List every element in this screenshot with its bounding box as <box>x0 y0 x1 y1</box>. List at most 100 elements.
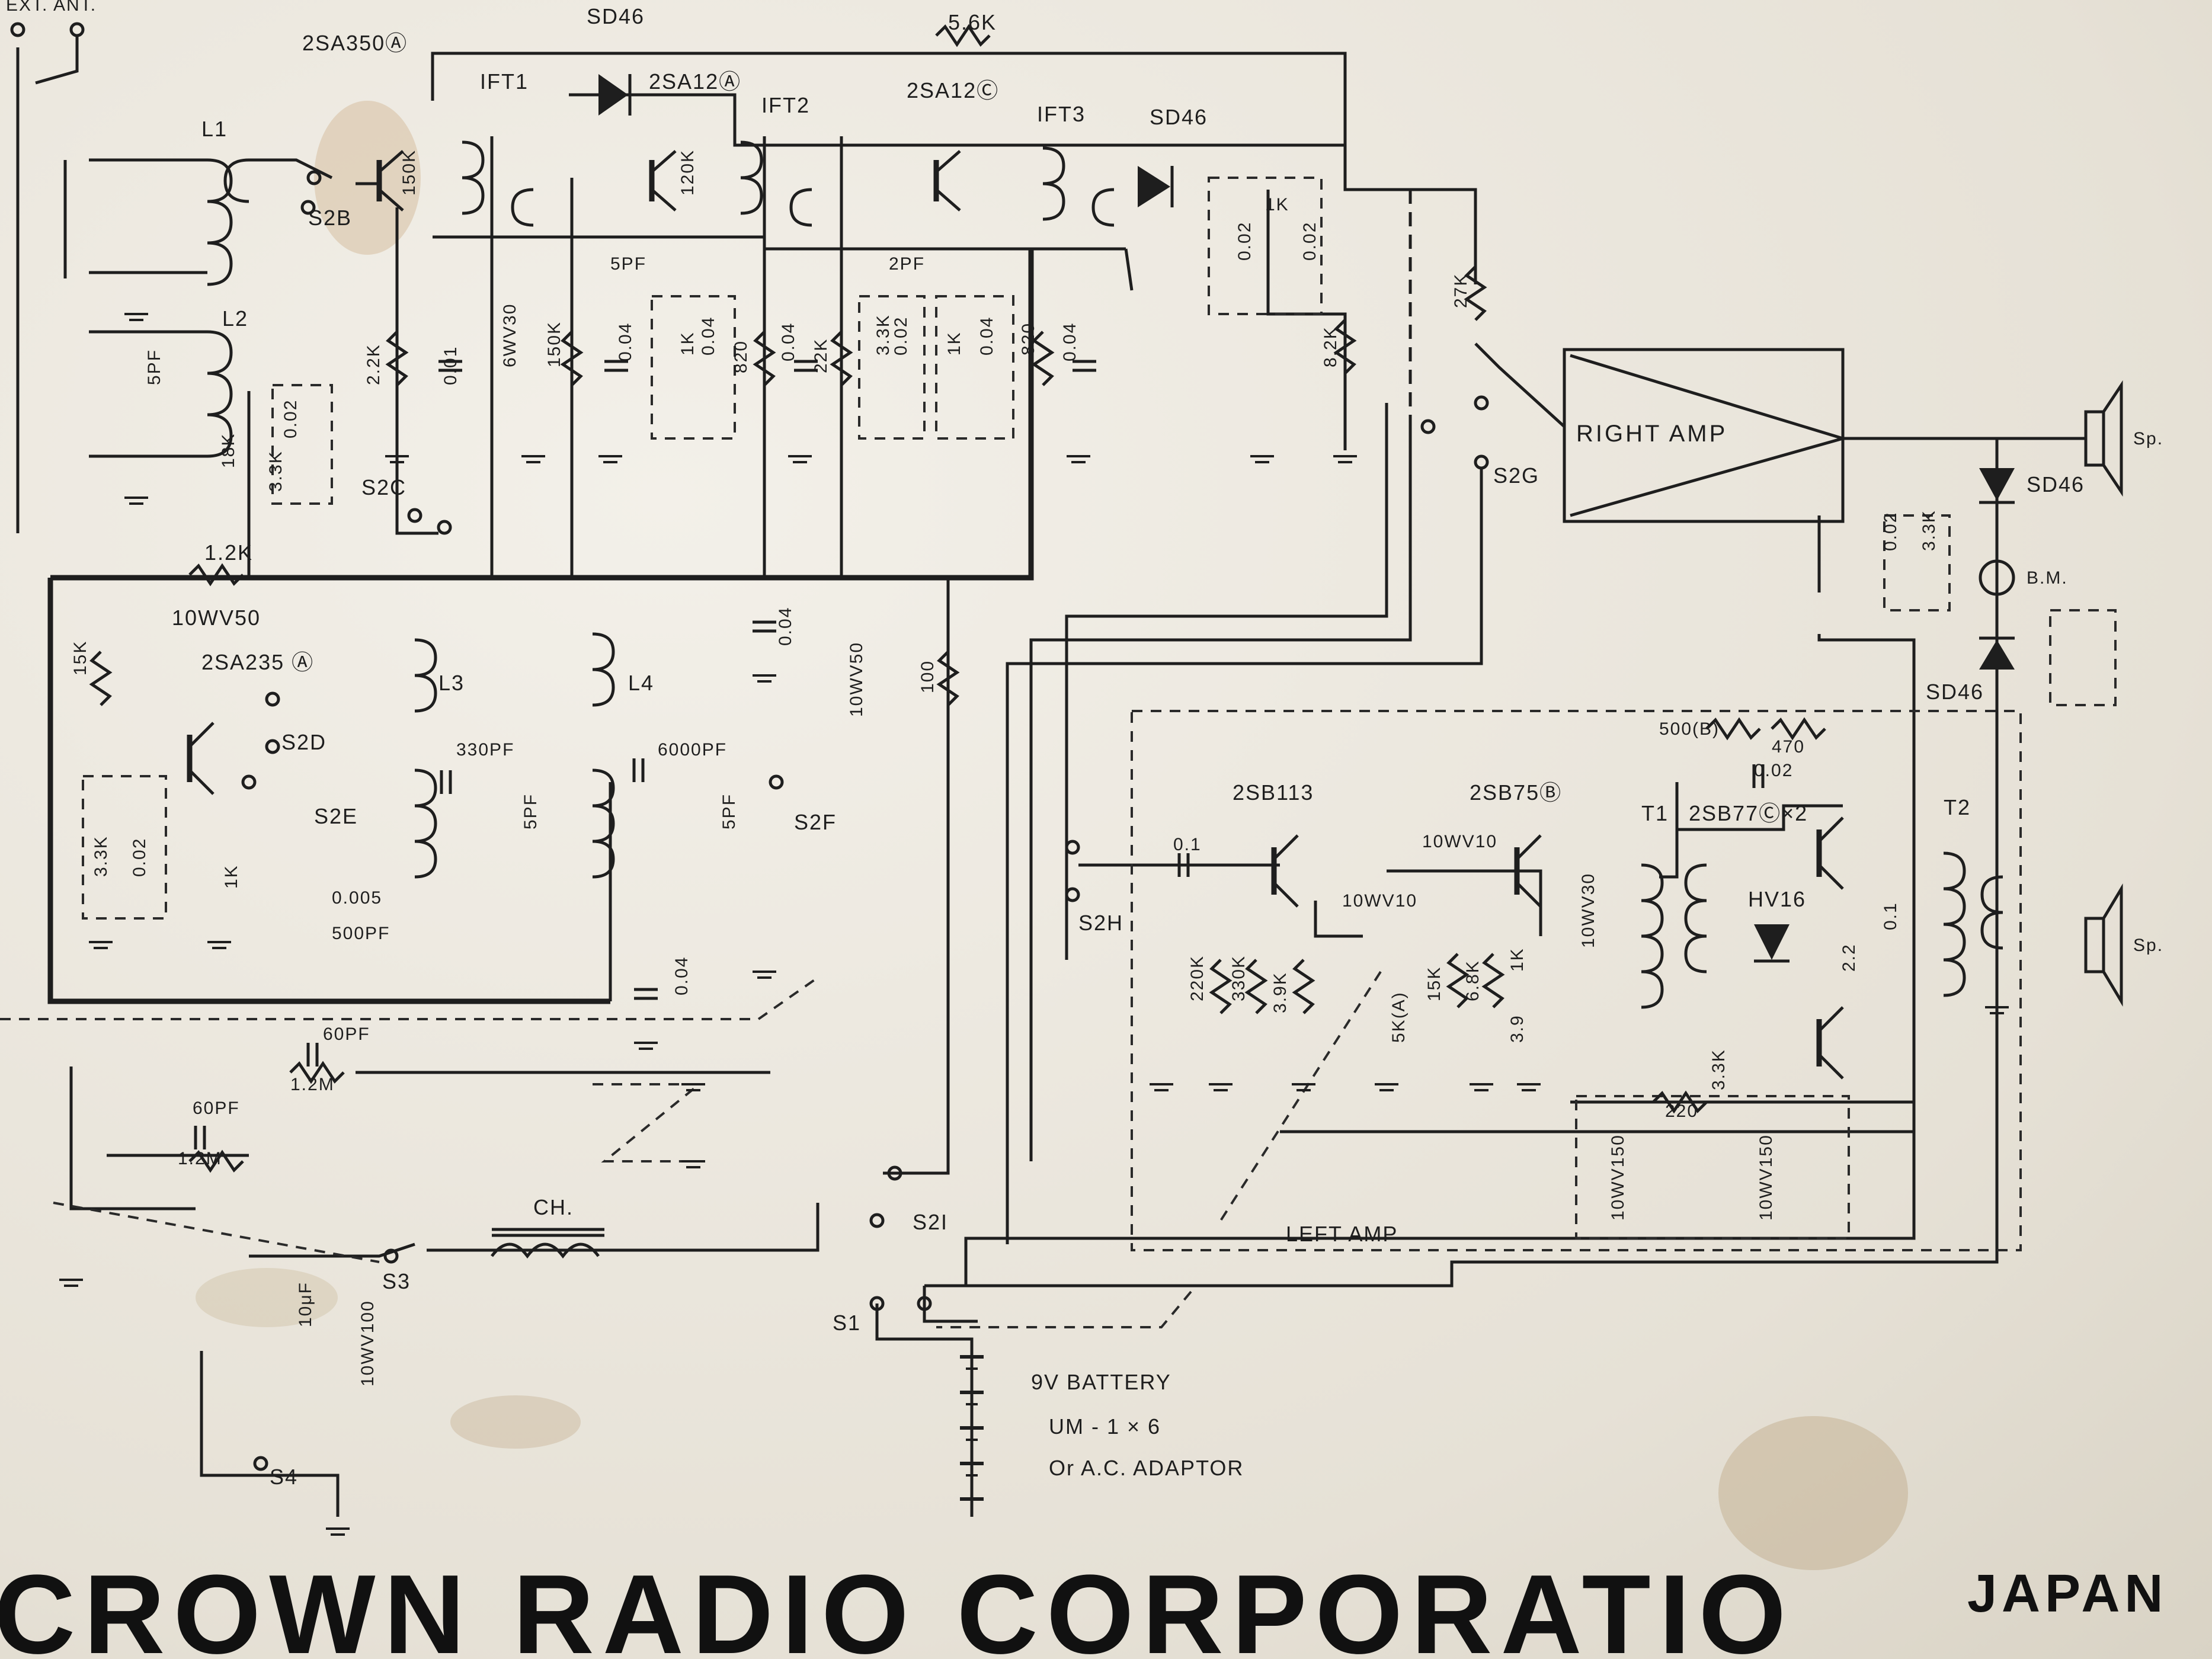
component-value: 1.2M <box>290 1075 335 1094</box>
wire <box>1387 869 1542 936</box>
transistor-label: 2SA12Ⓐ <box>649 69 741 94</box>
capacitor-icon <box>440 770 452 794</box>
component-value: 0.02 <box>1300 222 1320 261</box>
wire-ground-bus <box>47 578 610 1004</box>
wire <box>1065 403 1388 960</box>
component-value: 0.02 <box>1754 761 1793 780</box>
wire <box>1029 427 1412 1161</box>
switch-label: S2G <box>1493 463 1539 488</box>
component-value: 1K <box>678 331 697 356</box>
switch-contacts <box>241 170 1489 1471</box>
wire <box>1474 342 1566 428</box>
coil-label: T1 <box>1641 801 1669 825</box>
speaker-left <box>2084 883 2123 1007</box>
resistor-icon <box>560 331 584 386</box>
company-name: CROWN RADIO CORPORATIO <box>0 1552 1794 1659</box>
component-value: 150K <box>545 321 564 367</box>
wire <box>427 1203 820 1252</box>
wire <box>924 438 1999 1288</box>
speaker-label: Sp. <box>2133 429 2163 449</box>
ift3-filter-box-b <box>935 295 1014 440</box>
stain <box>450 1395 581 1449</box>
left-amp-boundary <box>1131 710 2022 1251</box>
capacitor-icon <box>753 620 776 633</box>
component-value: 120K <box>678 149 697 196</box>
switch-label: S2B <box>308 206 352 230</box>
component-value: 150K <box>399 149 419 196</box>
wire-battery <box>875 1304 974 1517</box>
resistor-icon <box>385 331 409 386</box>
transformer-t1 <box>1641 863 1707 1009</box>
component-value: 820 <box>1019 322 1038 356</box>
switch-gang-link <box>936 1290 1192 1328</box>
resistor-icon <box>1464 265 1487 321</box>
component-value: 2.2K <box>364 344 383 385</box>
diode-icon <box>598 74 628 116</box>
diode-label: SD46 <box>1150 105 1208 129</box>
capacitor-icon <box>632 758 645 782</box>
diode-label: HV16 <box>1748 887 1806 911</box>
country-label: JAPAN <box>1967 1564 2168 1623</box>
diode-icon <box>1979 640 2015 670</box>
wire <box>200 1351 340 1517</box>
wire <box>1659 782 1679 879</box>
meter-filter-box-bottom <box>2049 609 2117 706</box>
component-value: 3.3K <box>873 314 893 356</box>
wire <box>1677 804 1843 831</box>
component-value: 0.01 <box>441 346 460 385</box>
component-value: 6WV30 <box>500 303 520 367</box>
transistor-icon <box>933 150 961 212</box>
resistor-icon <box>1244 959 1268 1014</box>
component-value: 10WV10 <box>1342 891 1417 911</box>
battery-type-label: UM - 1 × 6 <box>1049 1414 1161 1439</box>
component-value: 3.9K <box>1270 972 1290 1013</box>
resistor-icon <box>1292 959 1315 1014</box>
coil-l1 <box>207 158 249 286</box>
capacitor-icon <box>1073 360 1096 372</box>
component-value: 330PF <box>456 740 514 760</box>
capacitor-icon <box>1752 764 1765 788</box>
component-value: 5K(A) <box>1389 991 1408 1043</box>
component-value: 5.6K <box>948 10 997 34</box>
switch-label: S2D <box>281 730 326 754</box>
battery-icon <box>960 1355 984 1501</box>
resistor-icon <box>89 651 113 706</box>
wire <box>964 634 1916 1286</box>
gang-tuning-link <box>0 976 819 1020</box>
transformer-t2 <box>1943 851 2003 997</box>
battery-meter-icon <box>1979 559 2015 596</box>
component-value: 470 <box>1772 737 1805 757</box>
switch-label: S2I <box>913 1210 948 1234</box>
component-value: 15K <box>1424 966 1444 1001</box>
component-value: 22K <box>811 338 831 373</box>
component-value: 10μF <box>296 1282 315 1327</box>
component-value: 0.04 <box>616 322 635 361</box>
coil-label: L3 <box>438 671 465 695</box>
component-value: 10WV100 <box>358 1300 377 1386</box>
wire <box>1314 901 1363 938</box>
volume-gang-link <box>1219 971 1382 1222</box>
switch-label: S4 <box>270 1465 298 1489</box>
component-value: 820 <box>731 340 751 373</box>
component-value: 10WV10 <box>1422 832 1497 851</box>
component-value: 330K <box>1229 955 1249 1001</box>
ift2 <box>740 140 812 227</box>
transistor-icon <box>1816 816 1844 890</box>
component-value: 3.3K <box>266 450 286 492</box>
capacitor-icon <box>194 1126 206 1149</box>
resistor-icon <box>1209 959 1233 1014</box>
transistor-icon <box>187 722 215 795</box>
capacitor-icon <box>634 988 658 1000</box>
ift2-filter-box <box>651 295 736 440</box>
left-amp-label: LEFT AMP <box>1286 1222 1398 1246</box>
resistor-icon <box>935 24 991 47</box>
component-value: 5PF <box>610 254 646 274</box>
component-value: 10WV150 <box>1756 1134 1776 1221</box>
component-value: 500(B) <box>1659 719 1720 739</box>
component-value: 60PF <box>193 1098 240 1118</box>
transistor-label: 2SA12Ⓒ <box>907 78 999 103</box>
transistor-label: 2SB77Ⓒ×2 <box>1689 801 1808 825</box>
right-amp-block <box>1563 348 1845 523</box>
transistor-label: 2SA350Ⓐ <box>302 31 408 55</box>
